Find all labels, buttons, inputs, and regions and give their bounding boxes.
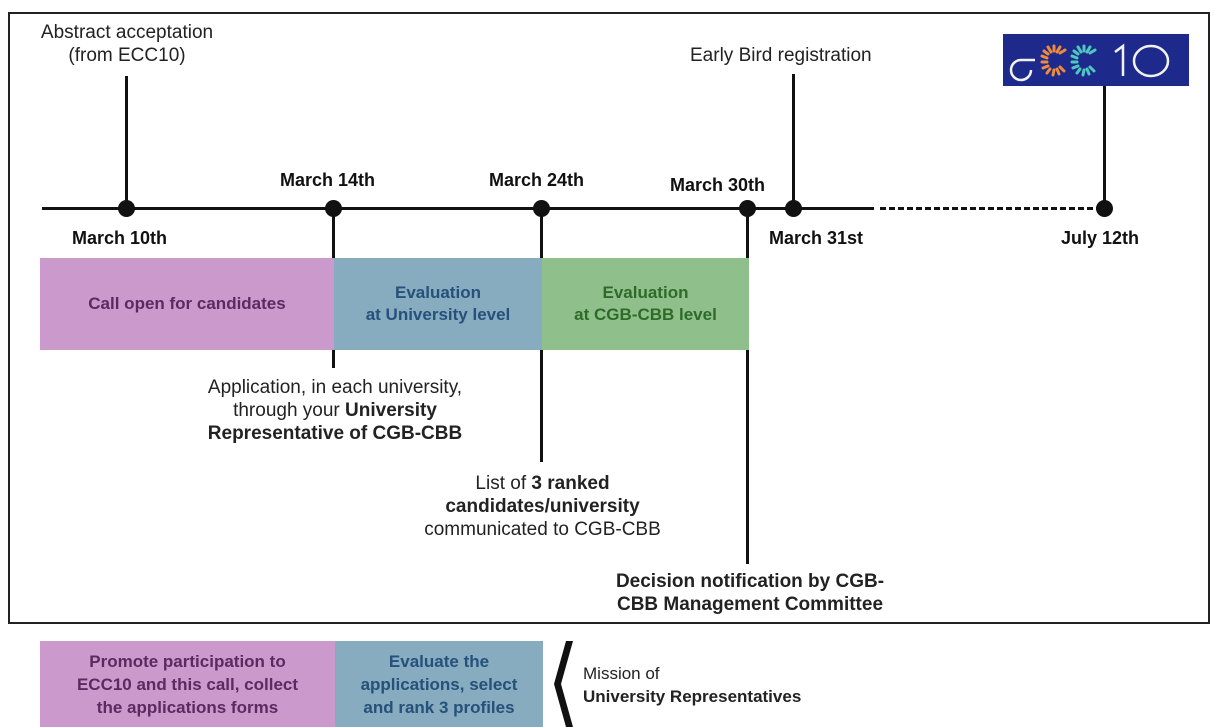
ranked-list-note: List of 3 ranked candidates/university c…: [424, 473, 661, 540]
date-march-14: March 14th: [280, 170, 376, 190]
timeline-frame: [8, 12, 1210, 624]
ecc10-logo: [1003, 34, 1189, 86]
date-march-31: March 31st: [769, 228, 864, 248]
abstract-acceptation-label: Abstract acceptation (from ECC10): [40, 22, 214, 66]
connector-early-bird: [792, 74, 795, 208]
date-july-12: July 12th: [1061, 228, 1140, 248]
early-bird-label: Early Bird registration: [690, 45, 872, 66]
connector-july-12: [1103, 86, 1106, 208]
mission-label: Mission of University Representatives: [583, 664, 802, 706]
phase-call-open: Call open for candidates: [40, 258, 334, 350]
connector-march-30: [746, 208, 749, 564]
connector-march-10: [125, 76, 128, 208]
milestone-dot-march-30: [739, 200, 756, 217]
date-march-24: March 24th: [489, 170, 585, 190]
timeline-axis-dashed: [880, 207, 1102, 210]
milestone-dot-march-24: [533, 200, 550, 217]
timeline-axis: [42, 207, 874, 210]
mission-bracket-icon: [554, 641, 573, 727]
application-note: Application, in each university, through…: [207, 377, 463, 444]
milestone-dot-july-12: [1096, 200, 1113, 217]
date-march-30: March 30th: [670, 175, 766, 195]
date-march-10: March 10th: [72, 228, 168, 248]
milestone-dot-march-10: [118, 200, 135, 217]
milestone-dot-march-14: [325, 200, 342, 217]
decision-note: Decision notification by CGB- CBB Manage…: [615, 571, 885, 615]
milestone-dot-march-31: [785, 200, 802, 217]
